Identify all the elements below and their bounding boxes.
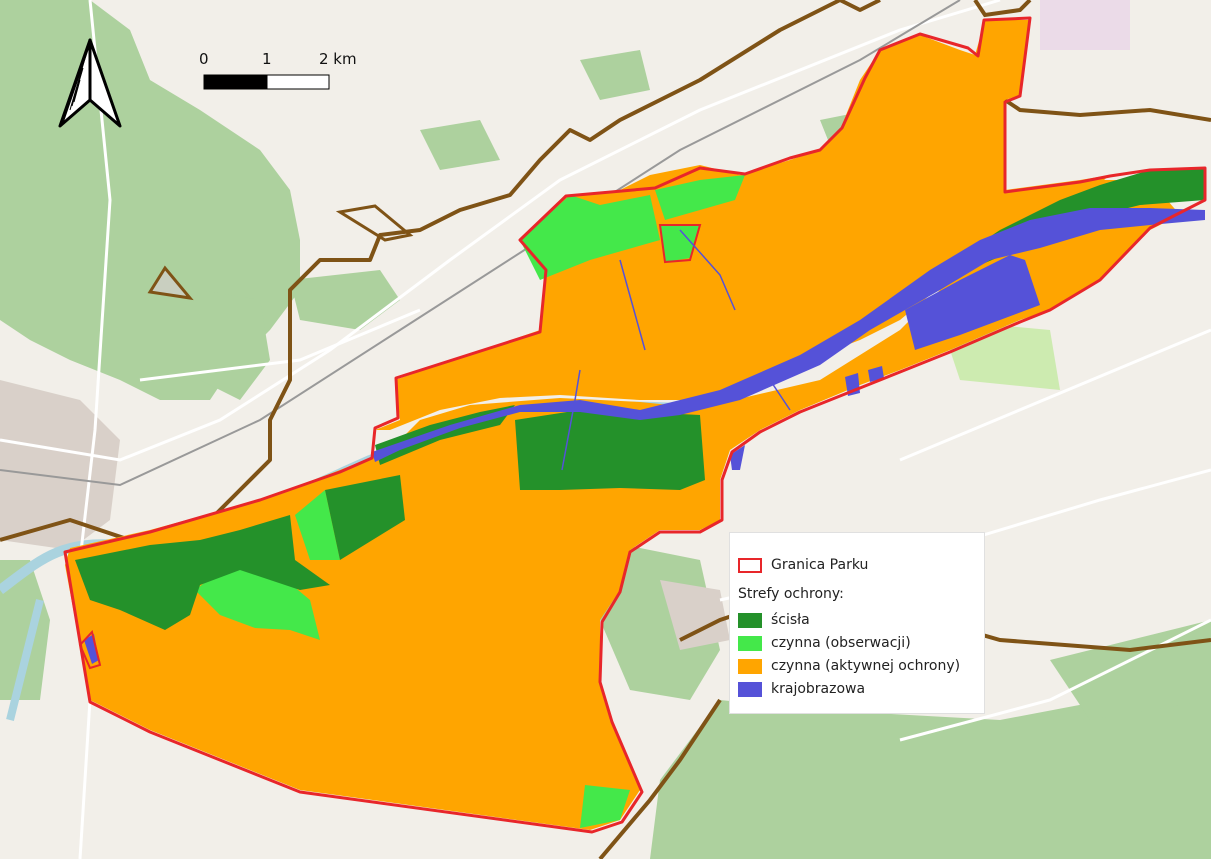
legend-swatch-observation	[738, 635, 762, 651]
legend-label-observation: czynna (obserwacji)	[771, 635, 911, 651]
admin-border-south	[598, 698, 722, 859]
legend-item-observation: czynna (obserwacji)	[738, 633, 911, 653]
zone-observation	[195, 175, 745, 828]
admin-enclave-b	[335, 204, 414, 242]
legend-label-boundary: Granica Parku	[771, 557, 869, 573]
north-arrow-icon	[58, 38, 122, 128]
admin-border	[0, 0, 881, 542]
scale-bar	[203, 74, 330, 90]
park-boundary	[63, 16, 1207, 834]
legend-swatch-active-protection	[738, 658, 762, 674]
scale-label-0: 0	[199, 50, 209, 68]
park-boundary-small	[78, 629, 102, 670]
scale-label-2: 2 km	[319, 50, 357, 68]
legend-swatch-strict	[738, 612, 762, 628]
legend-item-strict: ścisła	[738, 610, 810, 630]
admin-border-right	[1003, 98, 1211, 122]
legend-heading-zones: Strefy ochrony:	[738, 586, 844, 602]
legend-swatch-boundary	[738, 557, 762, 573]
park-boundary-enclave	[658, 224, 702, 264]
map-legend: Granica Parku Strefy ochrony: ścisła czy…	[729, 532, 985, 714]
drainage-channels	[561, 229, 791, 471]
legend-item-landscape: krajobrazowa	[738, 679, 865, 699]
legend-label-landscape: krajobrazowa	[771, 681, 866, 697]
admin-enclave-a	[147, 265, 194, 301]
admin-border-east	[973, 0, 1032, 18]
legend-swatch-landscape	[738, 681, 762, 697]
legend-label-active-protection: czynna (aktywnej ochrony)	[771, 658, 961, 674]
railway	[0, 0, 961, 487]
zone-active-protection	[65, 20, 1180, 830]
scale-label-1: 1	[262, 50, 272, 68]
legend-item-boundary: Granica Parku	[738, 555, 868, 575]
legend-label-strict: ścisła	[771, 612, 810, 628]
zone-landscape	[84, 208, 1205, 664]
urban-area	[0, 380, 730, 650]
legend-item-active-protection: czynna (aktywnej ochrony)	[738, 656, 960, 676]
